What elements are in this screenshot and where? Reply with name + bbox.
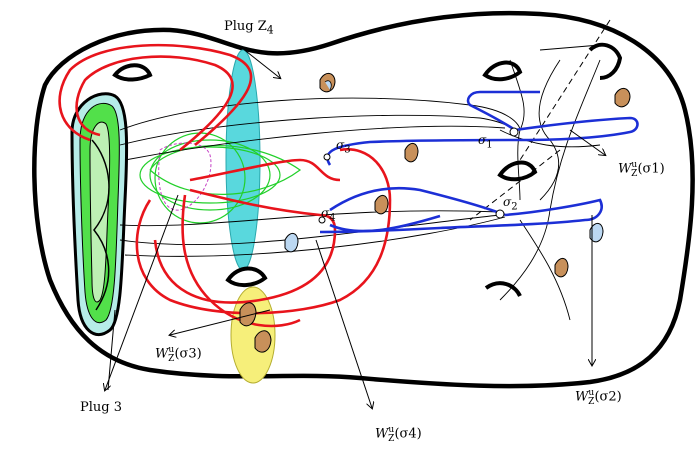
w-sigma4-arg: (σ4) [394,426,422,442]
manifold-boundary [32,10,695,389]
sigma1-sub: 1 [486,139,493,151]
small-handles [239,73,631,353]
magenta-dashed-region [158,142,212,211]
w-sigma1-main: W [618,161,632,177]
sigma3-sub: 3 [344,144,351,156]
w-sigma3-main: W [155,346,169,362]
w-sigma3-label: WuZ(σ3) [155,345,202,364]
handles [112,42,623,297]
black-flow-lines [119,44,601,321]
w-sigma2-sup: u [588,388,595,398]
w-sigma4-main: W [375,426,389,442]
sigma4-sub: 4 [329,212,336,224]
sigma4-symbol: σ [321,206,330,220]
sigma1-label: σ1 [478,133,493,150]
red-orbits [58,43,392,328]
w-sigma2-subscript: Z [588,396,595,407]
label-pointers [105,47,605,408]
saddle-points [318,127,519,224]
w-sigma1-sup: u [631,160,638,170]
sigma4-label: σ4 [321,206,336,223]
w-sigma2-main: W [575,389,589,405]
sigma2-sub: 2 [511,201,518,213]
sigma3-label: σ3 [336,138,351,155]
w-sigma4-sup: u [388,425,395,435]
plug-z4-region [225,49,261,271]
w-sigma4-label: WuZ(σ4) [375,425,422,444]
sigma2-label: σ2 [503,195,518,212]
w-sigma2-label: WuZ(σ2) [575,388,622,407]
w-sigma4-subscript: Z [388,433,395,444]
sigma2-symbol: σ [503,195,512,209]
w-sigma2-arg: (σ2) [594,389,622,405]
plug-3-label: Plug 3 [80,400,122,415]
w-sigma1-subscript: Z [631,168,638,179]
plug-z4-text: Plug Z [224,19,267,34]
plug-z4-label: Plug Z4 [224,19,274,37]
sigma3-symbol: σ [336,138,345,152]
w-sigma1-label: WuZ(σ1) [618,160,665,179]
sigma1-symbol: σ [478,133,487,147]
plug-3-region [70,92,129,337]
w-sigma3-sup: u [168,345,175,355]
plug-3-text: Plug 3 [80,400,123,415]
w-sigma3-arg: (σ3) [174,346,202,362]
w-sigma1-arg: (σ1) [637,161,665,177]
blue-orbits [319,90,639,234]
plug-z4-sub: 4 [266,23,274,37]
w-sigma3-subscript: Z [168,353,175,364]
